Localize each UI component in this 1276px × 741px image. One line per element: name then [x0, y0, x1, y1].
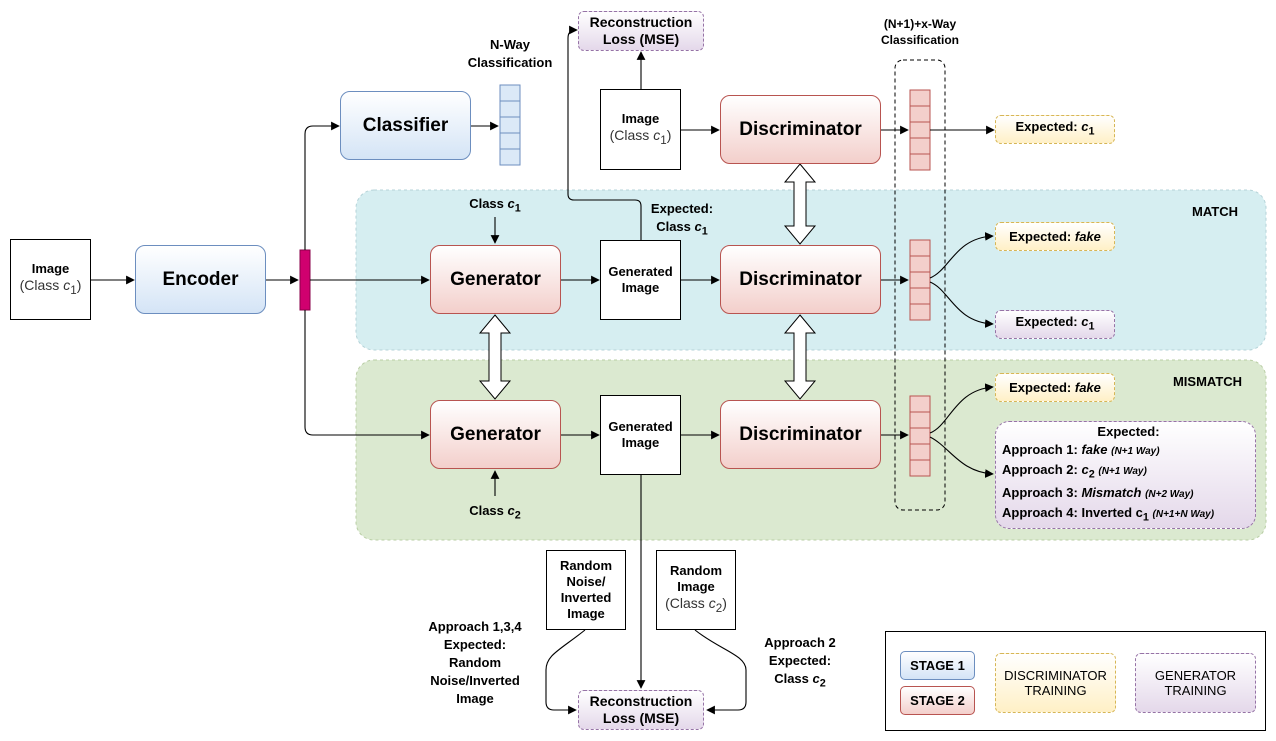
double-arrow-disc-top-match	[783, 163, 817, 245]
expected-approaches-title: Expected:	[1097, 424, 1160, 440]
top-image-box: Image (Class c1)	[600, 89, 681, 170]
output-vector-mismatch	[909, 395, 931, 477]
arrow-vector-to-expected-c1	[929, 281, 994, 328]
latent-vector	[299, 249, 311, 311]
expected-recon-match-label: Expected: Class c1	[650, 201, 714, 238]
random-image-box: Random Image (Class c2)	[656, 550, 736, 630]
generator-mismatch: Generator	[430, 400, 561, 469]
match-region-title: MATCH	[1192, 204, 1238, 219]
input-image-class: (Class c1)	[19, 276, 82, 297]
top-image-title: Image	[621, 110, 660, 126]
arrow-random-image-to-loss	[694, 629, 747, 715]
approach-3-expected: Approach 3: Mismatch (N+2 Way)	[1002, 485, 1194, 500]
discriminator-match: Discriminator	[720, 245, 881, 314]
arrow-vector-to-expected-fake-2	[929, 383, 994, 434]
n-way-vector	[499, 84, 521, 166]
arrow-noise-to-loss	[545, 629, 586, 715]
approach-4-expected: Approach 4: Inverted c1 (N+1+N Way)	[1002, 505, 1215, 524]
output-vector-match	[909, 239, 931, 321]
expected-fake-mismatch: Expected: fake	[995, 373, 1115, 402]
approach-1-expected: Approach 1: fake (N+1 Way)	[1002, 442, 1160, 458]
classification-column	[894, 59, 946, 511]
output-vector-top	[909, 89, 931, 171]
legend-stage1: STAGE 1	[900, 651, 975, 680]
legend-stage2: STAGE 2	[900, 686, 975, 715]
class-c2-label: Class c2	[469, 503, 521, 522]
double-arrow-gen-match-mismatch	[478, 314, 512, 400]
approach-2-expected: Approach 2: c2 (N+1 Way)	[1002, 462, 1147, 481]
expected-approaches-box: Expected: Approach 1: fake (N+1 Way) App…	[995, 421, 1256, 529]
expected-top: Expected: c1	[995, 115, 1115, 144]
class-c1-label: Class c1	[469, 196, 521, 215]
double-arrow-disc-match-mismatch	[783, 314, 817, 400]
arrow-latent-to-generator-mismatch	[304, 310, 430, 440]
arrow-vector-to-expected-fake	[929, 232, 994, 279]
mismatch-region-title: MISMATCH	[1172, 374, 1243, 389]
expected-c1-match: Expected: c1	[995, 310, 1115, 339]
arrow-latent-to-classifier	[304, 121, 340, 250]
arrow-generated-to-loss-top	[567, 25, 642, 240]
encoder-box: Encoder	[135, 245, 266, 314]
generator-match: Generator	[430, 245, 561, 314]
arrow-vector-to-expected-approaches	[929, 436, 994, 478]
input-image-box: Image (Class c1)	[10, 239, 91, 320]
classifier-box: Classifier	[340, 91, 471, 160]
discriminator-mismatch: Discriminator	[720, 400, 881, 469]
top-image-class: (Class c1)	[609, 126, 672, 147]
expected-fake-match: Expected: fake	[995, 222, 1115, 251]
discriminator-top: Discriminator	[720, 95, 881, 164]
input-image-title: Image	[31, 260, 70, 276]
